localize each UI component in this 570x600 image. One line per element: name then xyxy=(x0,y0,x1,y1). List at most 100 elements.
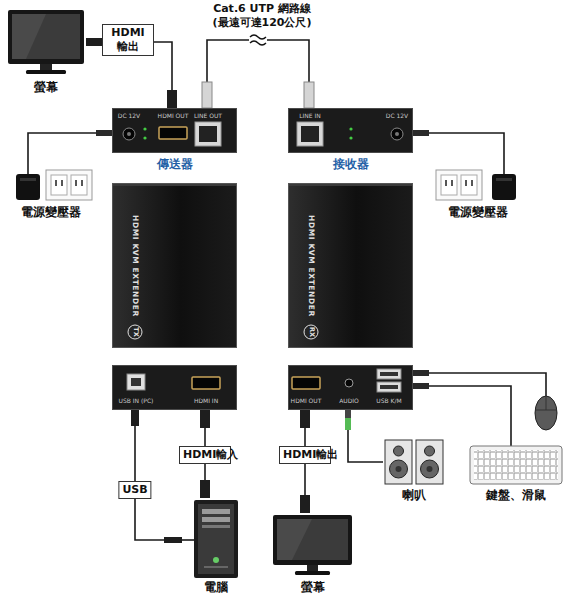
illustration-part xyxy=(413,130,429,136)
illustration-part xyxy=(204,566,228,568)
illustration-part xyxy=(131,410,139,426)
device-caption: 電腦 xyxy=(204,580,228,595)
illustration-part xyxy=(8,10,84,64)
extender-body: HDMI KVM EXTENDER TX xyxy=(112,183,237,348)
illustration-part xyxy=(143,127,146,130)
illustration-part xyxy=(127,374,145,390)
illustration-part xyxy=(535,396,557,410)
power-cable xyxy=(28,133,112,162)
illustration-part xyxy=(143,136,146,139)
unit-mark: TX xyxy=(128,325,143,340)
illustration-part xyxy=(86,38,102,46)
port-name: HDMI OUT xyxy=(291,397,322,404)
illustration-part xyxy=(182,539,194,541)
illustration-part xyxy=(492,174,516,200)
illustration-part xyxy=(40,64,52,70)
illustration-part xyxy=(81,180,83,186)
unit-mark: RX xyxy=(304,325,319,340)
illustration-part xyxy=(295,571,330,575)
illustration-part xyxy=(131,378,141,386)
unit-title: 接收器 xyxy=(333,157,369,172)
illustration-part xyxy=(12,14,46,59)
illustration-part xyxy=(123,128,135,140)
monitor-device: 螢幕 xyxy=(270,513,355,597)
cable-label: HDMI 輸出 xyxy=(102,24,154,56)
illustration-part xyxy=(61,180,63,186)
cable-label: HDMI輸入 xyxy=(179,446,231,464)
receiver-panel: 接收器LINE INDC 12V xyxy=(288,108,413,153)
illustration-part xyxy=(413,370,429,376)
port-name: AUDIO xyxy=(339,397,359,404)
illustration-part xyxy=(391,128,403,140)
illustration-part xyxy=(377,382,401,392)
cable-plugs xyxy=(86,31,429,543)
illustration-part xyxy=(474,450,558,480)
illustration-part xyxy=(471,180,473,186)
keyboard-mouse-device: 鍵盤、滑鼠 xyxy=(466,368,565,505)
illustration-part xyxy=(273,515,352,565)
illustration-part xyxy=(277,519,348,560)
illustration-part xyxy=(213,557,219,563)
port-name: DC 12V xyxy=(118,112,140,119)
illustration-part xyxy=(307,565,318,571)
illustration-part xyxy=(167,90,177,108)
power-adapter: 電源變壓器 xyxy=(6,162,96,222)
port-name: DC 12V xyxy=(386,112,408,119)
illustration-part xyxy=(250,41,266,45)
illustration-part xyxy=(292,377,320,389)
illustration-part xyxy=(445,180,447,186)
illustration-part xyxy=(51,175,67,195)
illustration-part xyxy=(71,175,87,195)
illustration-part xyxy=(250,35,266,39)
cable-label: USB xyxy=(118,481,151,499)
illustration-part xyxy=(199,126,217,142)
illustration-part xyxy=(345,379,353,387)
illustration-part xyxy=(385,440,412,484)
illustration-part xyxy=(194,500,238,578)
port-name: LINE OUT xyxy=(194,112,222,119)
illustration-part xyxy=(416,440,443,484)
illustration-part xyxy=(277,519,312,560)
cable-label: Cat.6 UTP 網路線 (最遠可達120公尺) xyxy=(201,2,323,30)
illustration-part xyxy=(441,175,457,195)
usb-cable xyxy=(135,410,182,540)
illustration-part xyxy=(192,377,220,389)
audio-cable xyxy=(348,410,383,462)
illustration-part xyxy=(195,122,221,146)
receiver-port-panel: HDMI OUTAUDIOUSB K/M xyxy=(288,365,413,410)
power-adapter: 電源變壓器 xyxy=(430,162,525,222)
device-caption: 電源變壓器 xyxy=(448,205,508,220)
illustration-part xyxy=(27,162,29,174)
illustration-part xyxy=(75,180,77,186)
extender-body: HDMI KVM EXTENDER RX xyxy=(288,183,413,348)
device-illustration xyxy=(113,366,238,411)
illustration-part xyxy=(413,383,429,389)
illustration-part xyxy=(202,509,230,514)
illustration-part xyxy=(466,373,546,396)
illustration-part xyxy=(394,446,404,456)
unit-title: 傳送器 xyxy=(157,157,193,172)
illustration-part xyxy=(304,82,314,108)
illustration-part xyxy=(436,170,482,200)
illustration-part xyxy=(16,174,40,200)
product-name: HDMI KVM EXTENDER xyxy=(307,215,316,317)
illustration-part xyxy=(20,178,36,181)
illustration-part xyxy=(26,70,66,74)
illustration-part xyxy=(395,132,399,136)
port-name: HDMI IN xyxy=(194,397,218,404)
illustration-part xyxy=(377,369,401,379)
illustration-part xyxy=(535,396,557,430)
illustration-part xyxy=(46,170,92,200)
device-caption: 螢幕 xyxy=(34,80,58,95)
illustration-part xyxy=(96,130,112,136)
port-name: USB IN (PC) xyxy=(119,397,154,404)
illustration-part xyxy=(390,460,408,478)
port-name: LINE IN xyxy=(299,112,321,119)
illustration-part xyxy=(202,517,230,522)
illustration-part xyxy=(349,136,352,139)
device-caption: 螢幕 xyxy=(301,580,325,595)
product-name: HDMI KVM EXTENDER xyxy=(131,215,140,317)
illustration-part xyxy=(345,410,351,418)
